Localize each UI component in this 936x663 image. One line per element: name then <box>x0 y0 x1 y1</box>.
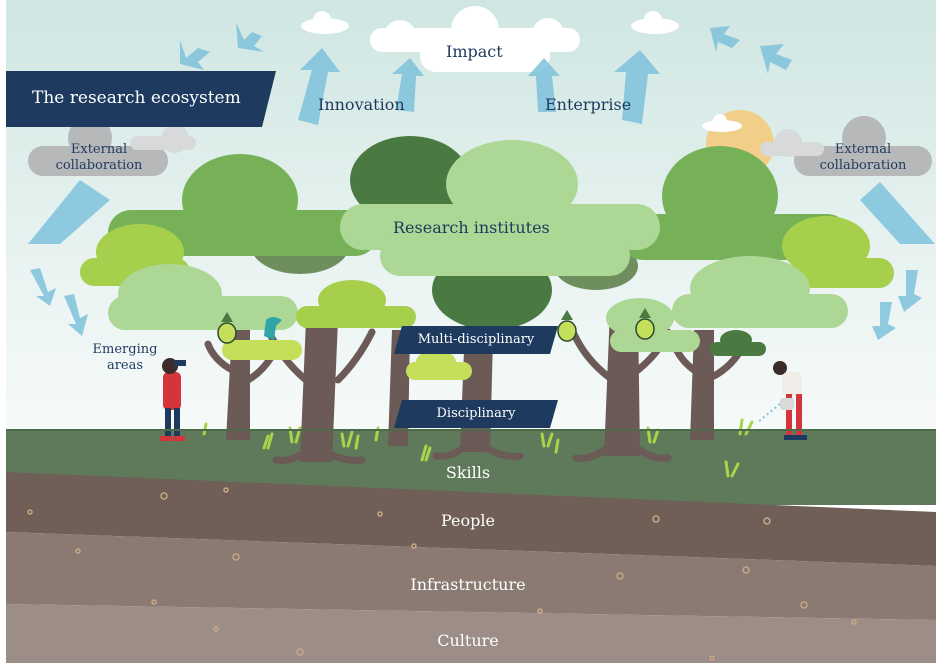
layer-people-label: People <box>441 511 495 530</box>
external-collaboration-left-label: External collaboration <box>55 142 143 173</box>
title-banner: The research ecosystem <box>6 71 276 127</box>
layer-infrastructure-band <box>6 532 936 620</box>
person-with-binoculars <box>160 358 186 441</box>
multi-disciplinary-tag: Multi-disciplinary <box>394 326 558 354</box>
grass-tufts <box>202 418 754 478</box>
layer-people-band <box>6 472 936 566</box>
person-watering-plants <box>757 361 807 440</box>
disciplinary-label: Disciplinary <box>436 406 516 421</box>
emerging-areas-label: Emerging areas <box>92 342 158 373</box>
disciplinary-tag: Disciplinary <box>394 400 558 428</box>
external-collaboration-cloud-left <box>28 116 196 176</box>
external-collaboration-cloud-right <box>760 116 932 176</box>
layer-culture-band <box>6 604 936 663</box>
canopy-light <box>108 140 848 380</box>
research-institutes-label: Research institutes <box>393 218 550 237</box>
multi-disciplinary-label: Multi-disciplinary <box>417 332 535 347</box>
soil-dots <box>27 487 857 661</box>
canopy-mid <box>80 146 894 288</box>
layer-culture-label: Culture <box>437 631 499 650</box>
layer-skills-label: Skills <box>445 463 491 482</box>
layer-infrastructure-label: Infrastructure <box>410 575 526 594</box>
pineapple-icons <box>217 308 655 344</box>
title-text: The research ecosystem <box>32 88 241 108</box>
flow-arrows <box>28 22 935 340</box>
toucan-icon <box>264 317 282 340</box>
external-collaboration-right-label: External collaboration <box>819 142 907 173</box>
sky-clouds <box>301 6 742 132</box>
impact-label: Impact <box>446 42 503 61</box>
enterprise-label: Enterprise <box>545 95 632 114</box>
innovation-label: Innovation <box>318 95 405 114</box>
title-banner-shape <box>6 71 276 127</box>
